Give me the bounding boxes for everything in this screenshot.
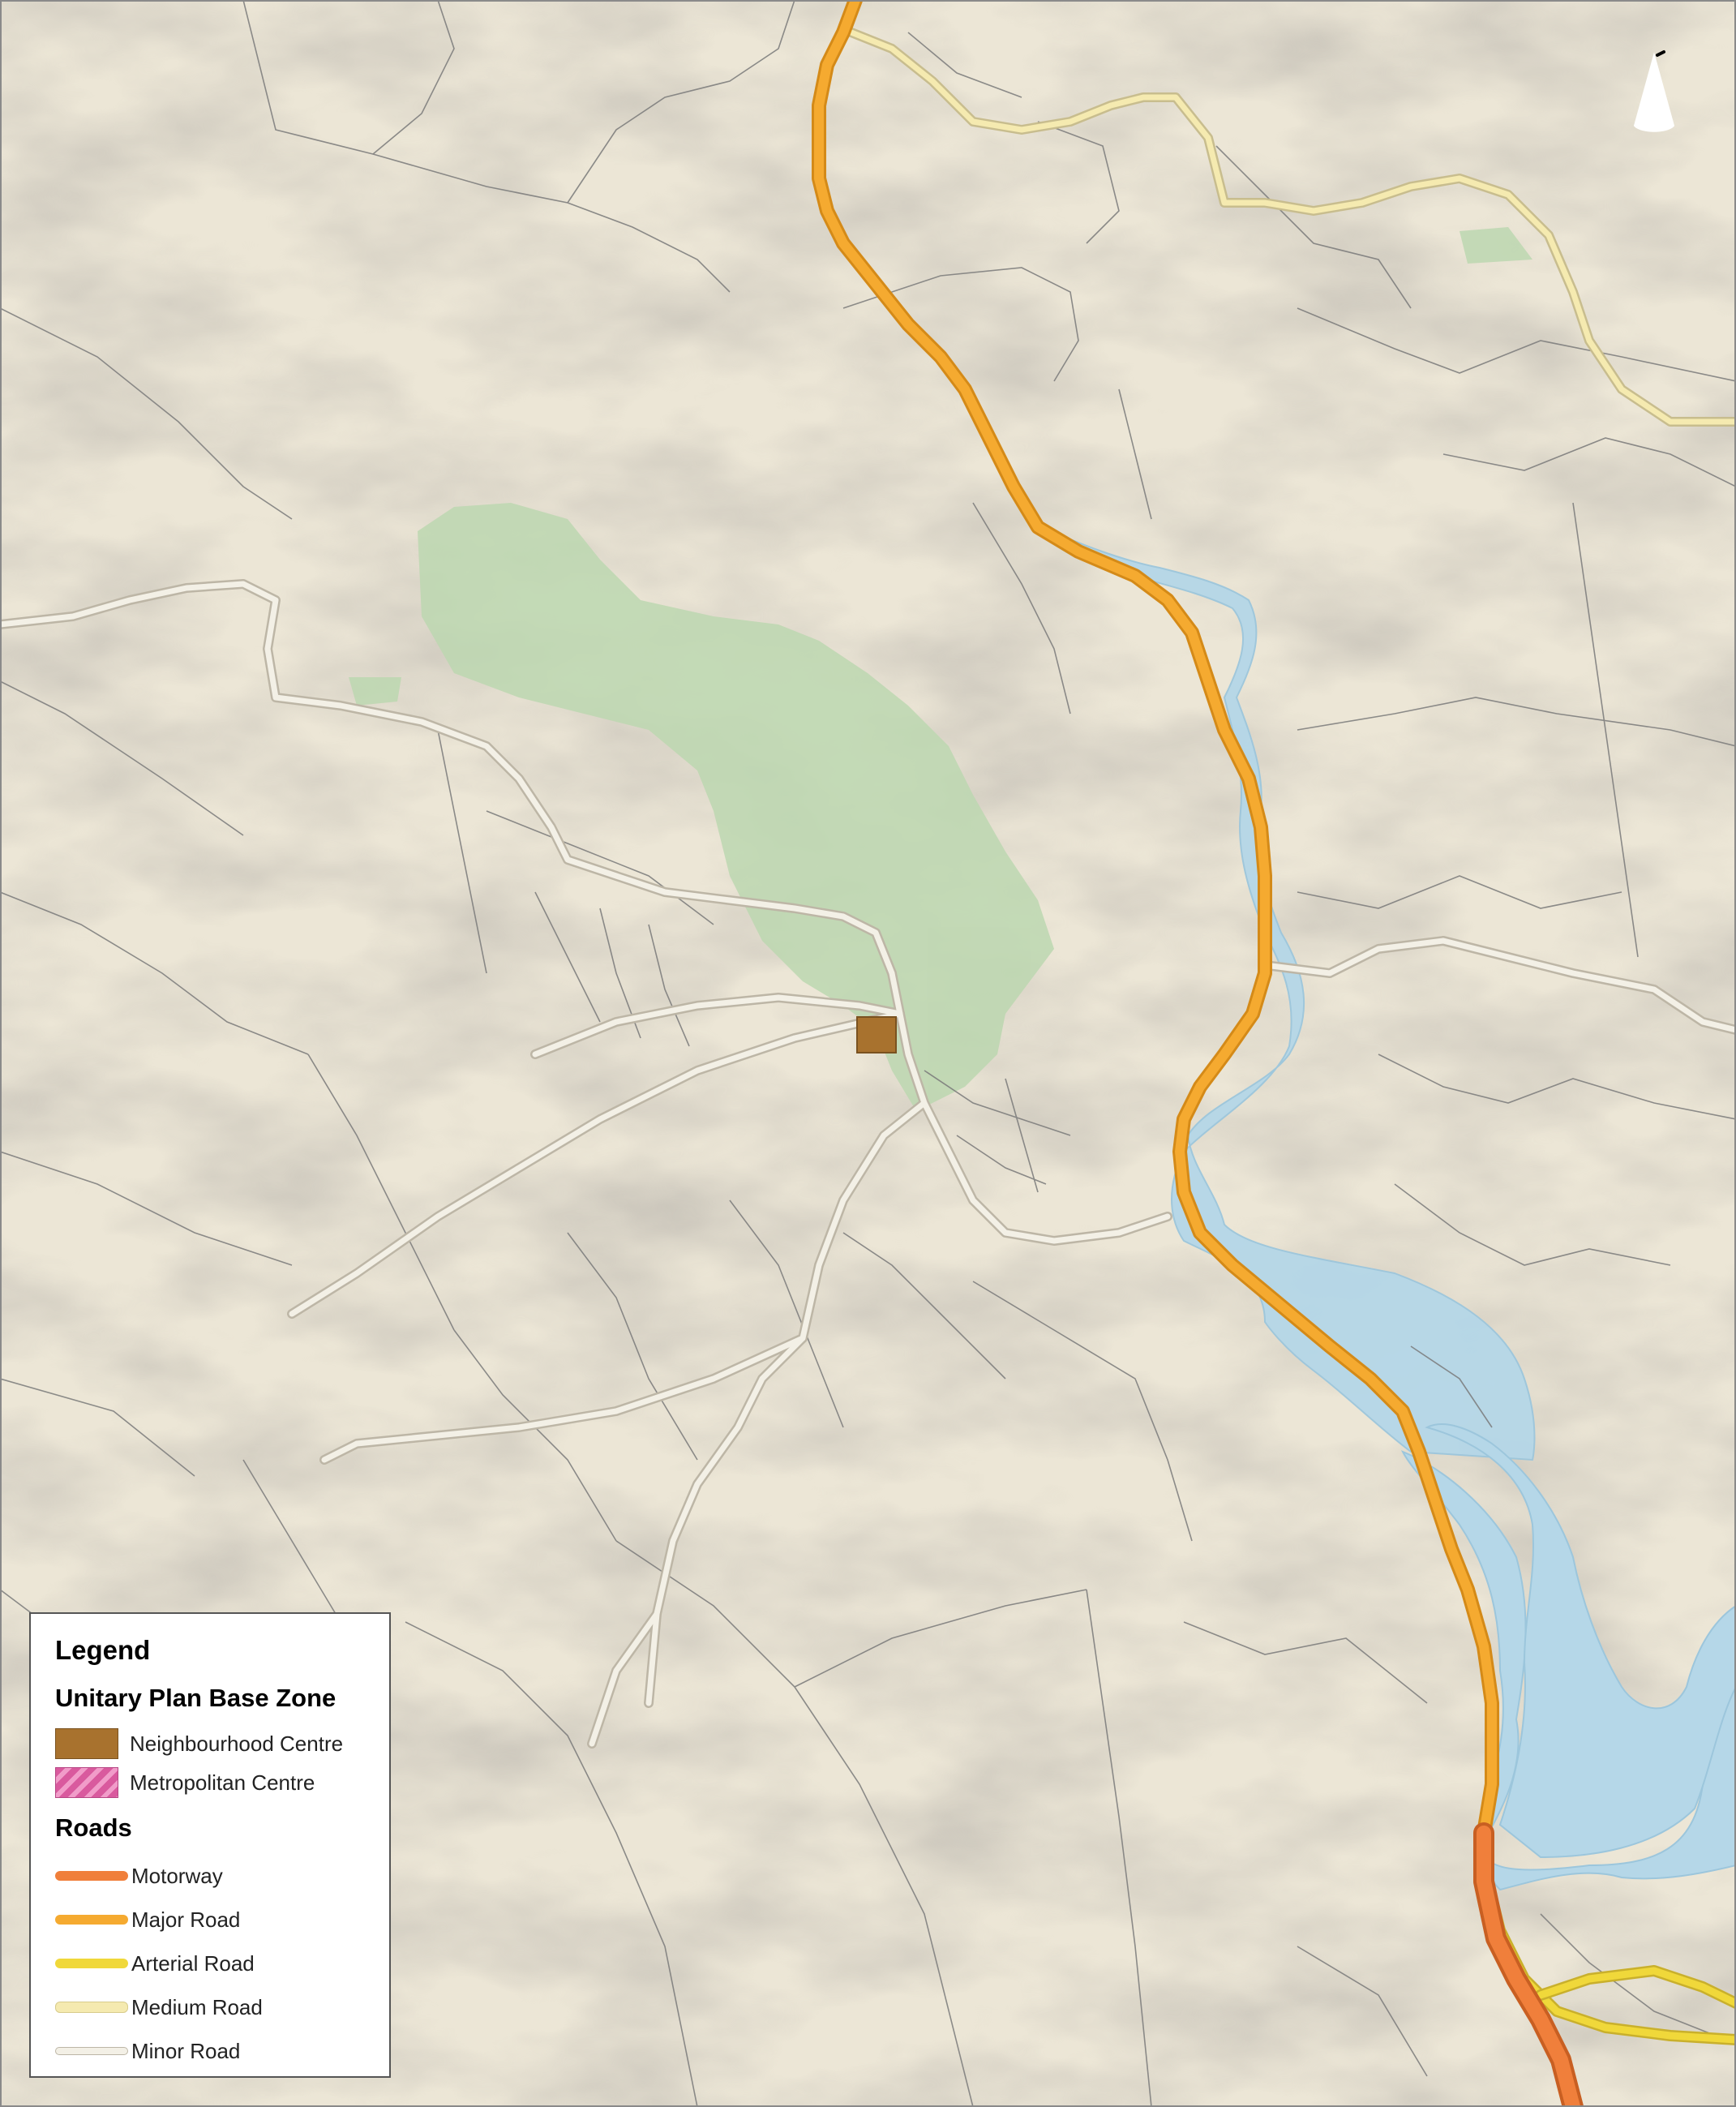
neighbourhood-centre-zone[interactable] (856, 1016, 897, 1054)
major-road (812, 0, 1499, 1840)
legend-item-metropolitan-centre: Metropolitan Centre (55, 1763, 370, 1802)
arterial-road-line-swatch (55, 1948, 128, 1979)
legend-item-minor-road: Minor Road (55, 2029, 370, 2073)
legend-item-major-road: Major Road (55, 1898, 370, 1942)
medium-road-line-swatch (55, 1992, 128, 2023)
legend-label: Major Road (131, 1907, 241, 1932)
map-legend: Legend Unitary Plan Base Zone Neighbourh… (29, 1612, 391, 2078)
minor-road-line-swatch (55, 2036, 128, 2066)
north-arrow-icon (1633, 50, 1675, 132)
legend-label: Metropolitan Centre (130, 1770, 315, 1795)
legend-item-arterial-road: Arterial Road (55, 1942, 370, 1985)
legend-item-motorway: Motorway (55, 1854, 370, 1898)
legend-label: Neighbourhood Centre (130, 1731, 344, 1756)
motorway-line-swatch (55, 1860, 128, 1891)
minor-roads (0, 579, 1736, 1749)
medium-road (847, 28, 1736, 427)
legend-label: Minor Road (131, 2038, 241, 2063)
legend-zone-heading: Unitary Plan Base Zone (55, 1684, 336, 1712)
arterial-roads (1478, 1860, 1736, 2045)
metropolitan-centre-swatch (55, 1767, 118, 1798)
legend-roads-heading: Roads (55, 1813, 132, 1842)
motorway (1473, 1822, 1584, 2107)
river-and-harbour (1039, 525, 1736, 1891)
legend-label: Medium Road (131, 1994, 263, 2019)
neighbourhood-centre-swatch (55, 1728, 118, 1759)
legend-title: Legend (55, 1635, 151, 1665)
reserve-areas (349, 227, 1532, 1111)
legend-label: Arterial Road (131, 1950, 255, 1976)
legend-item-medium-road: Medium Road (55, 1985, 370, 2029)
legend-item-neighbourhood-centre: Neighbourhood Centre (55, 1724, 370, 1763)
major-road-line-swatch (55, 1904, 128, 1935)
legend-label: Motorway (131, 1863, 223, 1888)
